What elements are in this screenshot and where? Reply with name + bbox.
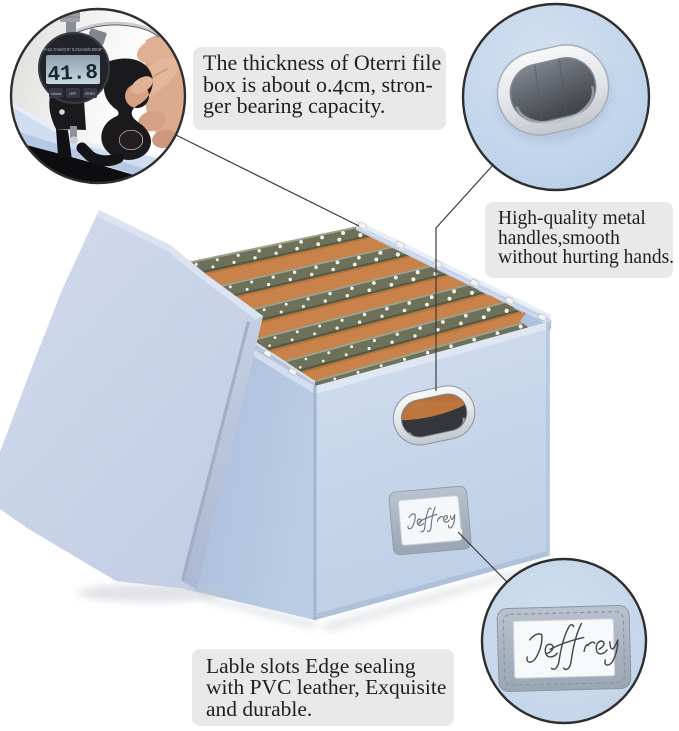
svg-text:ZERO: ZERO	[85, 92, 95, 96]
svg-text:in/mm: in/mm	[51, 92, 61, 96]
svg-text:OFF: OFF	[69, 92, 77, 96]
svg-text:41.8: 41.8	[47, 62, 99, 88]
svg-text:0-12.7mm/0.5" 0.01mm/0.0005": 0-12.7mm/0.5" 0.01mm/0.0005"	[43, 47, 103, 52]
